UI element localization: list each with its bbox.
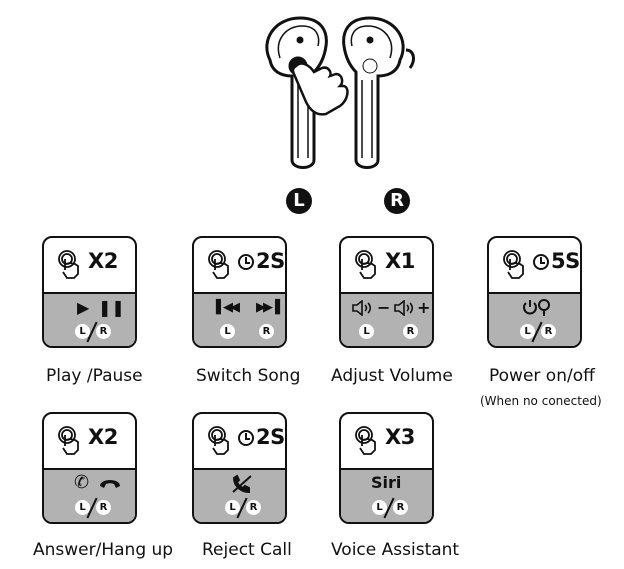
earbuds-illustration bbox=[265, 16, 415, 169]
volume-up-icon bbox=[394, 300, 414, 316]
next-track-icon: ▶▶▐ bbox=[256, 300, 280, 315]
right-earbud-icon bbox=[342, 16, 415, 169]
badge-right: R bbox=[246, 500, 261, 515]
card-voice-assistant: X3 Siri L R bbox=[339, 412, 434, 524]
hold-duration: 5S bbox=[533, 249, 580, 273]
volume-plus-sign: + bbox=[417, 298, 431, 317]
badge-left: L bbox=[225, 500, 240, 515]
badge-right: R bbox=[393, 500, 408, 515]
right-earbud-badge: R bbox=[384, 188, 410, 214]
card-answer-hang-up: X2 ✆ L R bbox=[42, 412, 137, 524]
badge-left: L bbox=[75, 324, 90, 339]
answer-call-icon: ✆ bbox=[74, 472, 90, 493]
siri-label: Siri bbox=[371, 473, 402, 492]
tap-count: X2 bbox=[88, 425, 118, 449]
badge-left: L bbox=[75, 500, 90, 515]
tap-gesture-icon bbox=[503, 250, 524, 279]
tap-gesture-icon bbox=[58, 426, 79, 455]
badge-right: R bbox=[259, 324, 274, 339]
caption-power: Power on/off bbox=[489, 366, 595, 386]
caption-answer-hang-up: Answer/Hang up bbox=[33, 540, 174, 560]
tap-count: X3 bbox=[385, 425, 415, 449]
badge-left: L bbox=[372, 500, 387, 515]
clock-icon bbox=[238, 430, 254, 446]
badge-right: R bbox=[541, 324, 556, 339]
play-icon: ▶ bbox=[77, 298, 90, 317]
left-earbud-badge: L bbox=[286, 188, 312, 214]
previous-track-icon: ▌◀◀ bbox=[216, 300, 240, 315]
card-power: 5S L R bbox=[487, 236, 582, 348]
tap-gesture-icon bbox=[355, 426, 376, 455]
badge-left: L bbox=[359, 324, 374, 339]
volume-down-icon bbox=[352, 300, 372, 316]
card-adjust-volume: X1 − + L R bbox=[339, 236, 434, 348]
finger-icon bbox=[291, 62, 349, 116]
badge-right: R bbox=[96, 324, 111, 339]
volume-minus-sign: − bbox=[377, 298, 391, 317]
card-reject-call: 2S L R bbox=[192, 412, 287, 524]
card-play-pause: X2 ▶ ❚❚ L R bbox=[42, 236, 137, 348]
badge-left: L bbox=[220, 324, 235, 339]
tap-gesture-icon bbox=[355, 250, 376, 279]
hold-duration: 2S bbox=[238, 249, 285, 273]
clock-icon bbox=[238, 254, 254, 270]
hold-duration: 2S bbox=[238, 425, 285, 449]
badge-left: L bbox=[520, 324, 535, 339]
tap-gesture-icon bbox=[208, 426, 229, 455]
tap-gesture-icon bbox=[58, 250, 79, 279]
caption-play-pause: Play /Pause bbox=[46, 366, 143, 386]
caption-switch-song: Switch Song bbox=[196, 366, 301, 386]
caption-adjust-volume: Adjust Volume bbox=[331, 366, 453, 386]
badge-right: R bbox=[403, 324, 418, 339]
tap-count: X2 bbox=[88, 249, 118, 273]
pause-icon: ❚❚ bbox=[98, 298, 125, 317]
clock-icon bbox=[533, 254, 549, 270]
tap-gesture-icon bbox=[208, 250, 229, 279]
tap-count: X1 bbox=[385, 249, 415, 273]
badge-right: R bbox=[96, 500, 111, 515]
caption-reject-call: Reject Call bbox=[202, 540, 292, 560]
card-switch-song: 2S ▌◀◀ ▶▶▐ L R bbox=[192, 236, 287, 348]
caption-power-note: (When no conected) bbox=[480, 394, 602, 408]
power-icon bbox=[523, 299, 550, 316]
caption-voice-assistant: Voice Assistant bbox=[331, 540, 460, 560]
hang-up-icon bbox=[100, 480, 120, 488]
reject-call-icon bbox=[232, 474, 252, 494]
